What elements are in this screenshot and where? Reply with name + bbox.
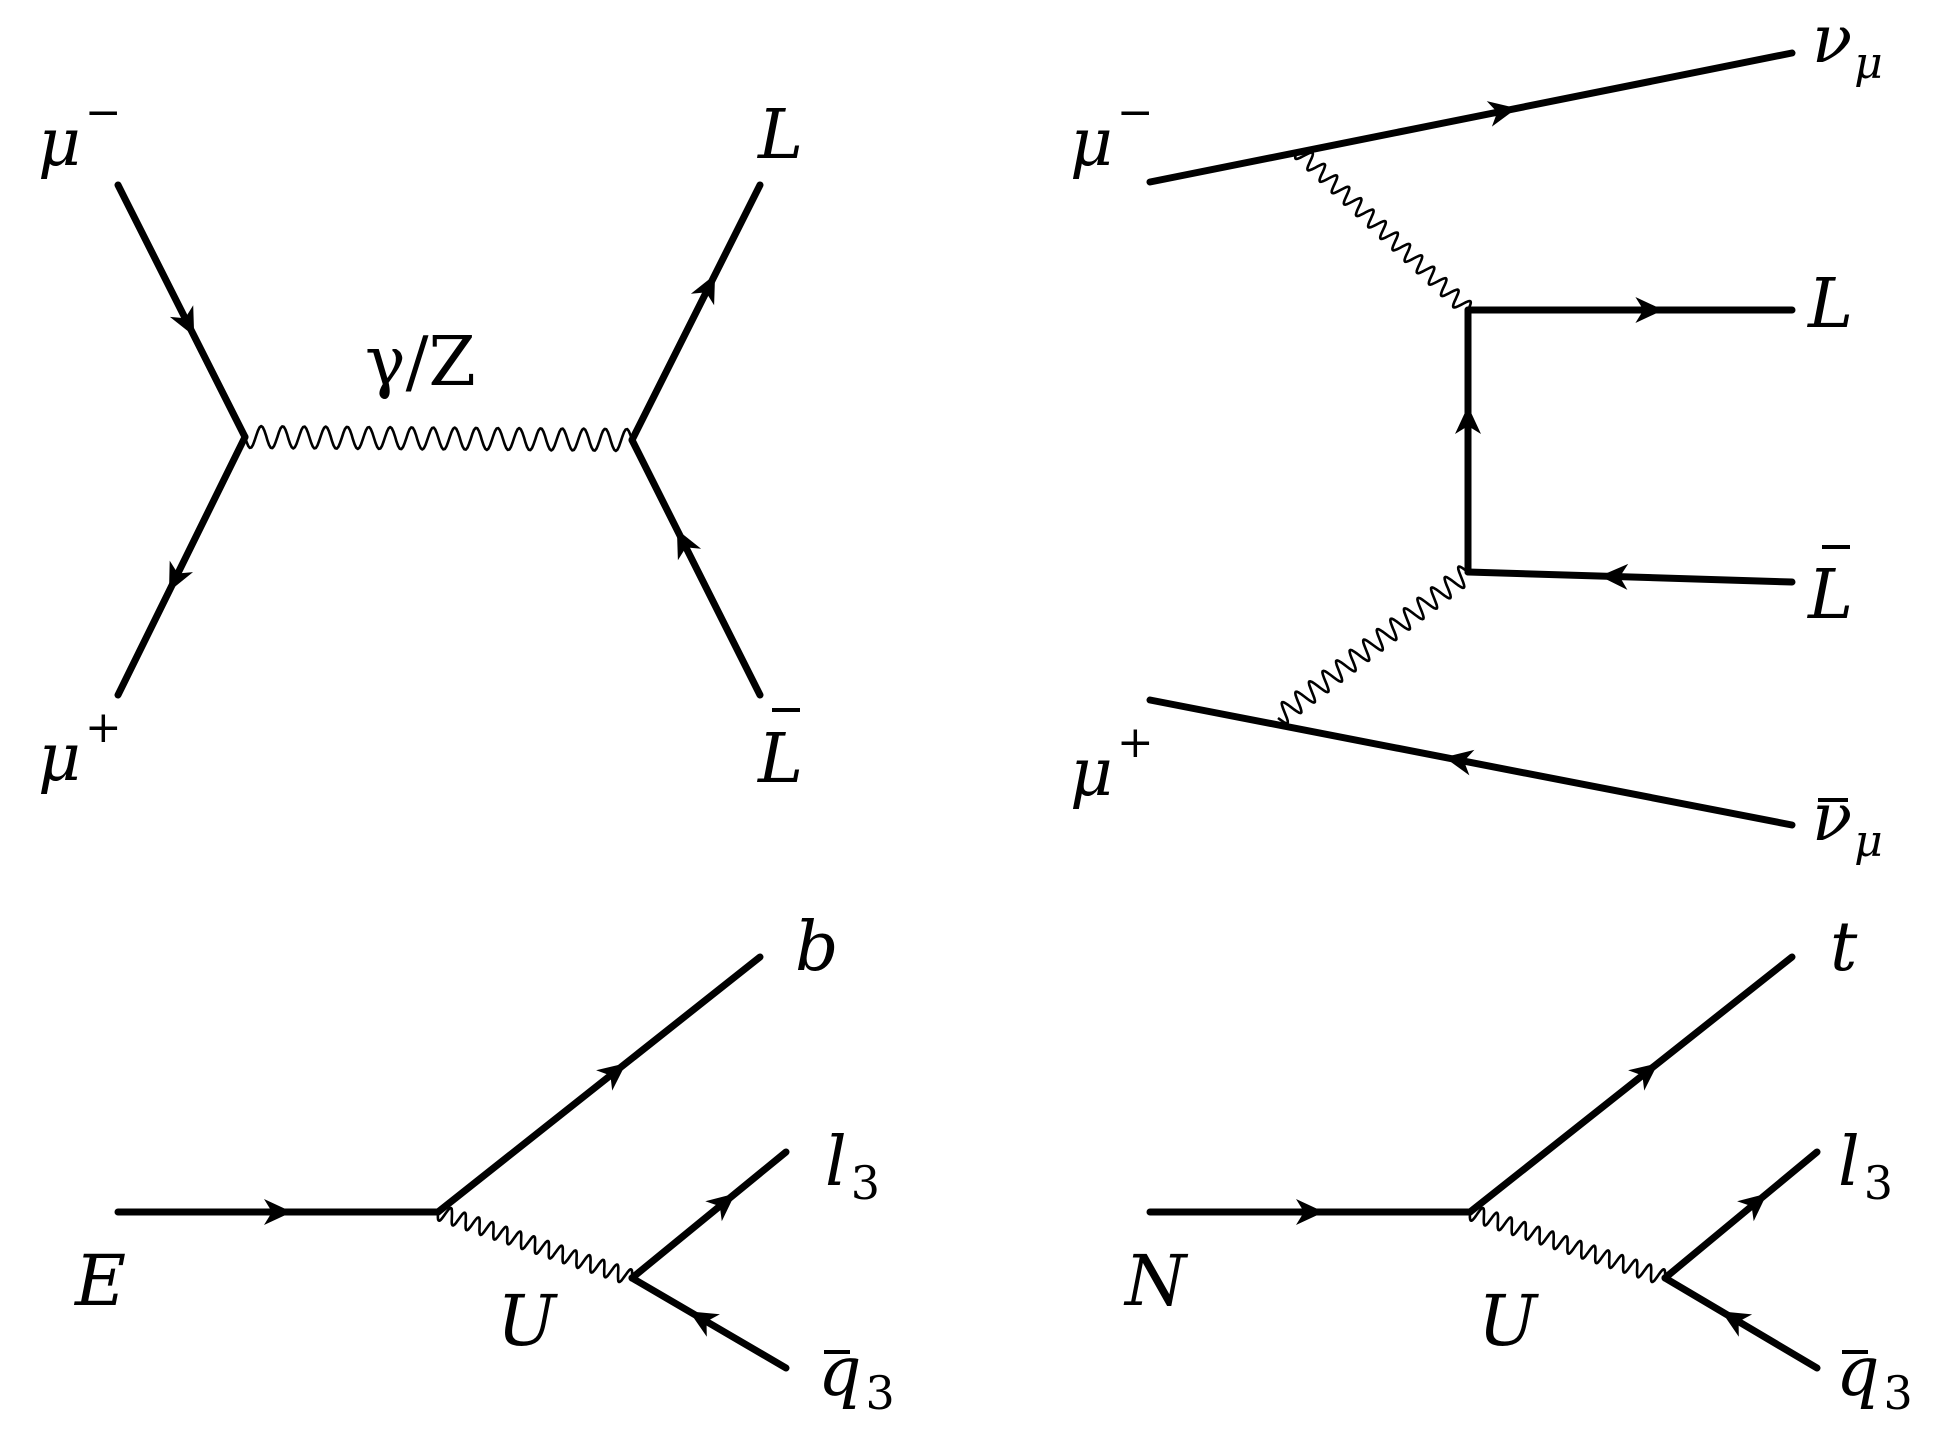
label-e: E [73, 1240, 126, 1322]
label-mu-minus-2: μ− [1070, 87, 1154, 181]
arrow-box-top [1635, 297, 1664, 323]
arrow-e [264, 1199, 292, 1225]
label-mu-plus: μ+ [38, 702, 122, 796]
fermion-line-box-bottom [1464, 568, 1796, 586]
arrow-box-vertical [1455, 406, 1481, 434]
label-q3bar: q3 [818, 1333, 895, 1420]
arrow-anti-nu-mu [1444, 749, 1475, 776]
arrow-mu-plus [169, 560, 193, 592]
boson-line-bottom [1277, 565, 1469, 725]
label-photon-z: γ/Z [365, 323, 476, 402]
svg-text:L: L [1806, 556, 1853, 635]
svg-text:νμ: νμ [1812, 779, 1883, 867]
label-anti-lepton: L [756, 708, 803, 799]
arrow-b [596, 1063, 627, 1091]
fermion-line-q3bar [628, 1274, 790, 1372]
label-lepton: L [756, 96, 803, 175]
arrow-q3bar-2 [1721, 1311, 1753, 1337]
label-anti-lepton-2: L [1806, 545, 1853, 635]
svg-text:q3: q3 [1836, 1333, 1913, 1420]
fermion-line-anti-lepton [628, 436, 764, 699]
fermion-line-mu-minus [114, 181, 249, 441]
label-mu-minus: μ− [38, 87, 122, 181]
svg-text:q3: q3 [818, 1333, 895, 1420]
label-n: N [1123, 1240, 1189, 1322]
label-anti-nu-mu: νμ [1812, 779, 1883, 867]
arrow-t [1628, 1063, 1659, 1091]
arrow-box-bottom [1599, 563, 1629, 590]
label-mu-plus-2: μ+ [1070, 717, 1154, 811]
fermion-line-b [434, 953, 764, 1216]
fermion-line-l3-2 [1661, 1148, 1821, 1282]
diagram-annihilation: μ− μ+ γ/Z L L [38, 87, 803, 799]
boson-line-u [436, 1206, 634, 1284]
fermion-line-q3bar-2 [1661, 1274, 1821, 1372]
arrow-q3bar [689, 1311, 720, 1337]
label-q3bar-2: q3 [1836, 1333, 1913, 1420]
fermion-line-lepton [628, 181, 764, 444]
diagram-neutral-decay: N t U l3 q3 [1123, 908, 1913, 1420]
photon-z-propagator [243, 424, 634, 453]
fermion-line-l3 [628, 1148, 790, 1282]
diagram-vector-boson-fusion: μ− μ+ νμ νμ L L [1070, 1, 1883, 867]
arrow-mu-minus [169, 305, 195, 337]
arrow-l3-2 [1737, 1193, 1767, 1222]
label-nu-mu: νμ [1812, 1, 1883, 89]
label-t: t [1830, 908, 1858, 987]
fermion-line-t [1466, 953, 1796, 1216]
label-b: b [795, 908, 839, 987]
label-lepton-2: L [1806, 265, 1853, 344]
diagram-charged-decay: E b U l3 q3 [73, 908, 895, 1420]
fermion-line-mu-minus-to-nu [1146, 49, 1796, 186]
boson-line-u-2 [1468, 1206, 1667, 1284]
fermion-line-anti-nu-to-mu-plus [1146, 696, 1796, 829]
arrow-lepton [690, 274, 716, 306]
label-l3-2: l3 [1838, 1123, 1893, 1210]
arrow-anti-lepton [676, 529, 702, 561]
boson-line-top [1293, 149, 1473, 311]
label-u-2: U [1478, 1280, 1539, 1362]
fermion-line-mu-plus [114, 433, 249, 699]
arrow-nu-mu [1486, 101, 1517, 127]
label-u: U [497, 1280, 558, 1362]
arrow-l3 [705, 1193, 736, 1222]
label-l3: l3 [825, 1123, 880, 1210]
arrow-n [1296, 1199, 1324, 1225]
svg-text:L: L [756, 720, 803, 799]
